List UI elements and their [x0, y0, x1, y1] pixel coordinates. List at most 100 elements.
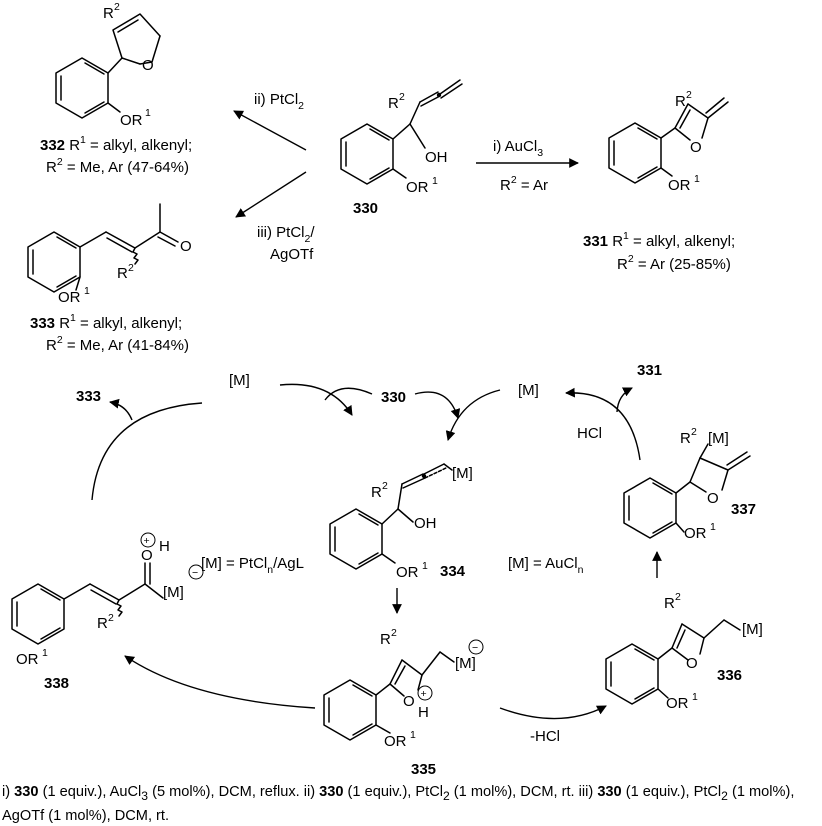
arrow-337-to-m	[565, 387, 641, 461]
atom-label: O	[180, 238, 192, 255]
atom-label: O	[707, 490, 719, 507]
atom-label: 1	[692, 691, 698, 703]
compound-331-line2: R2 = Ar (25-85%)	[617, 253, 731, 273]
atom-label: OR	[58, 289, 81, 306]
atom-label: R	[117, 265, 128, 282]
atom-label: R	[97, 615, 108, 632]
atom-label: OH	[425, 149, 448, 166]
compound-336-structure: O R 2 [M] OR 1	[605, 591, 763, 712]
compound-330-structure: R 2 OH OR 1	[340, 79, 463, 196]
cycle-hcl: HCl	[577, 425, 602, 442]
atom-label: 2	[399, 91, 405, 103]
atom-label: 2	[691, 426, 697, 438]
reagent-i-condition: R2 = Ar	[500, 174, 548, 194]
compound-label-338: 338	[44, 675, 69, 692]
atom-label: O	[403, 693, 415, 710]
atom-label: [M]	[163, 584, 184, 601]
compound-333-structure: O R 2 OR 1	[27, 203, 192, 306]
atom-label: [M]	[708, 430, 729, 447]
cycle-label-333: 333	[76, 388, 101, 405]
atom-label: OR	[668, 177, 691, 194]
atom-label: 1	[145, 107, 151, 119]
reagent-ii: ii) PtCl2	[254, 91, 304, 112]
compound-332-line2: R2 = Me, Ar (47-64%)	[46, 156, 189, 176]
charge-minus: −	[472, 642, 478, 654]
compound-331-structure: O R 2 OR 1	[608, 89, 729, 194]
compound-333-line1: 333 R1 = alkyl, alkenyl;	[30, 312, 182, 332]
charge-plus: +	[421, 688, 427, 700]
arrow-to-332	[233, 110, 307, 151]
atom-label: R	[371, 484, 382, 501]
arrow-m-to-334-left	[279, 383, 353, 416]
arrow-333-release	[109, 398, 133, 421]
atom-label: OR	[684, 525, 707, 542]
atom-label: 1	[710, 521, 716, 533]
arrow-to-333	[235, 171, 307, 218]
arrow-m-to-334-right	[445, 389, 501, 441]
compound-label-334: 334	[440, 563, 466, 580]
cycle-label-331: 331	[637, 362, 662, 379]
atom-label: R	[388, 95, 399, 112]
compound-332-structure: O R 2 OR 1	[55, 1, 161, 129]
atom-label: 1	[694, 173, 700, 185]
atom-label: 2	[686, 89, 692, 101]
compound-label-331: 331	[583, 233, 608, 250]
compound-332-line1: 332 R1 = alkyl, alkenyl;	[40, 134, 192, 154]
compound-334-structure: R 2 [M] OH OR 1	[329, 463, 473, 581]
compound-337-structure: O R 2 [M] OR 1	[623, 426, 751, 542]
atom-label: R	[680, 430, 691, 447]
cycle-metal-right: [M]	[518, 382, 539, 399]
compound-label-335: 335	[411, 761, 436, 778]
arrow-335-to-338	[124, 655, 316, 709]
charge-minus: −	[192, 567, 198, 579]
compound-label-336: 336	[717, 667, 742, 684]
compound-333-line2: R2 = Me, Ar (41-84%)	[46, 334, 189, 354]
arrow-331-release	[616, 387, 633, 413]
pt-condition-label: [M] = PtCln/AgL	[201, 555, 304, 576]
atom-label: H	[159, 538, 170, 555]
atom-label: OH	[414, 515, 437, 532]
arrow-338-to-333	[91, 402, 203, 501]
au-condition-label: [M] = AuCln	[508, 555, 584, 576]
atom-label: OR	[406, 179, 429, 196]
atom-label: H	[418, 704, 429, 721]
atom-label: R	[380, 631, 391, 648]
atom-label: [M]	[455, 655, 476, 672]
compound-label-333: 333	[30, 315, 55, 332]
reagent-i: i) AuCl3	[493, 138, 543, 159]
arrow-335-to-336	[499, 705, 607, 720]
atom-label: O	[686, 655, 698, 672]
compound-331-line1: 331 R1 = alkyl, alkenyl;	[583, 230, 735, 250]
atom-label: R	[103, 5, 114, 22]
compound-338-structure: O + H − [M] R 2 OR 1	[11, 532, 204, 668]
atom-label: 2	[128, 262, 134, 274]
atom-label: OR	[396, 564, 419, 581]
atom-label: 1	[42, 647, 48, 659]
atom-label: O	[142, 57, 154, 74]
atom-label: 2	[382, 480, 388, 492]
atom-label: R	[664, 595, 675, 612]
atom-label: 2	[675, 591, 681, 603]
compound-label-337: 337	[731, 501, 756, 518]
atom-label: 2	[114, 1, 120, 13]
atom-label: 1	[410, 729, 416, 741]
compound-335-structure: O + H − [M] R 2 OR 1	[323, 627, 484, 750]
atom-label: OR	[384, 733, 407, 750]
compound-label-332: 332	[40, 137, 65, 154]
atom-label: 2	[391, 627, 397, 639]
cycle-label-330: 330	[381, 389, 406, 406]
conditions-footnote: i) 330 (1 equiv.), AuCl3 (5 mol%), DCM, …	[2, 784, 795, 824]
atom-label: 1	[422, 560, 428, 572]
charge-plus: +	[144, 535, 150, 547]
cycle-metal-left: [M]	[229, 372, 250, 389]
atom-label: [M]	[452, 465, 473, 482]
atom-label: [M]	[742, 621, 763, 638]
atom-label: OR	[120, 112, 143, 129]
atom-label: 1	[432, 175, 438, 187]
atom-label: OR	[16, 651, 39, 668]
atom-label: OR	[666, 695, 689, 712]
arrow-330-in-left	[324, 387, 373, 401]
reagent-iii-line1: iii) PtCl2/	[257, 224, 315, 245]
atom-label: 2	[108, 612, 114, 624]
